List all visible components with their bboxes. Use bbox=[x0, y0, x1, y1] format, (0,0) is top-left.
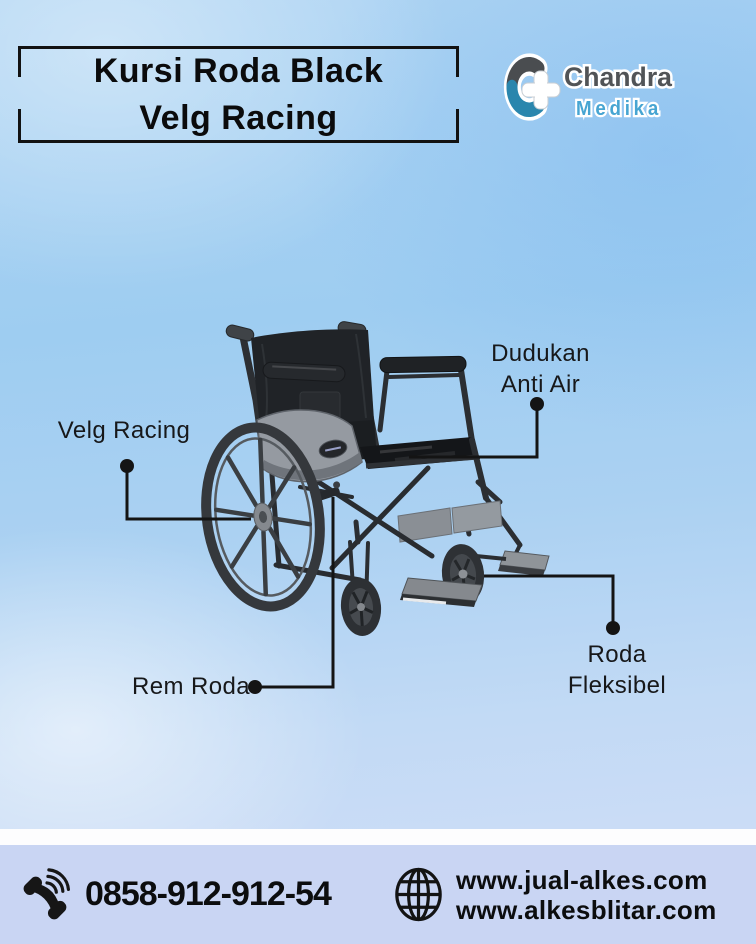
roda-label-line2: Fleksibel bbox=[567, 672, 667, 699]
divider-stripe bbox=[0, 829, 756, 845]
phone-contact: 0858-912-912-54 bbox=[20, 845, 332, 944]
velg-racing-label: Velg Racing bbox=[57, 417, 191, 444]
dudukan-label-line1: Dudukan bbox=[491, 340, 590, 367]
phone-number: 0858-912-912-54 bbox=[85, 875, 332, 913]
rem-roda-label: Rem Roda bbox=[132, 673, 250, 700]
product-title-line2: Velg Racing bbox=[139, 98, 338, 137]
website-url-1: www.jual-alkes.com bbox=[456, 864, 708, 895]
website-contact: www.jual-alkes.com www.alkesblitar.com bbox=[394, 845, 717, 944]
roda-label-line1: Roda bbox=[587, 641, 647, 668]
product-title-box: Kursi Roda Black Velg Racing bbox=[18, 46, 459, 143]
brand-logo: Chandra Medika bbox=[500, 44, 715, 130]
product-title: Kursi Roda Black Velg Racing bbox=[18, 46, 459, 143]
website-url-2: www.alkesblitar.com bbox=[456, 894, 717, 925]
product-title-line1: Kursi Roda Black bbox=[93, 51, 384, 90]
brand-logo-graphic: Chandra Medika bbox=[503, 53, 675, 122]
phone-icon bbox=[23, 867, 70, 919]
brand-name-bottom: Medika bbox=[576, 98, 662, 120]
title-box-border bbox=[18, 46, 459, 143]
brand-name-top: Chandra bbox=[564, 62, 673, 92]
contact-footer: 0858-912-912-54 www.jual-alkes.com www.a… bbox=[0, 845, 756, 944]
website-urls: www.jual-alkes.com www.alkesblitar.com bbox=[456, 865, 717, 925]
dudukan-anti-air-label: Dudukan Anti Air bbox=[460, 338, 621, 400]
medical-cross-c-icon bbox=[503, 53, 561, 121]
dudukan-label-line2: Anti Air bbox=[500, 371, 581, 398]
roda-fleksibel-label: Roda Fleksibel bbox=[537, 639, 697, 701]
globe-icon bbox=[395, 867, 442, 922]
